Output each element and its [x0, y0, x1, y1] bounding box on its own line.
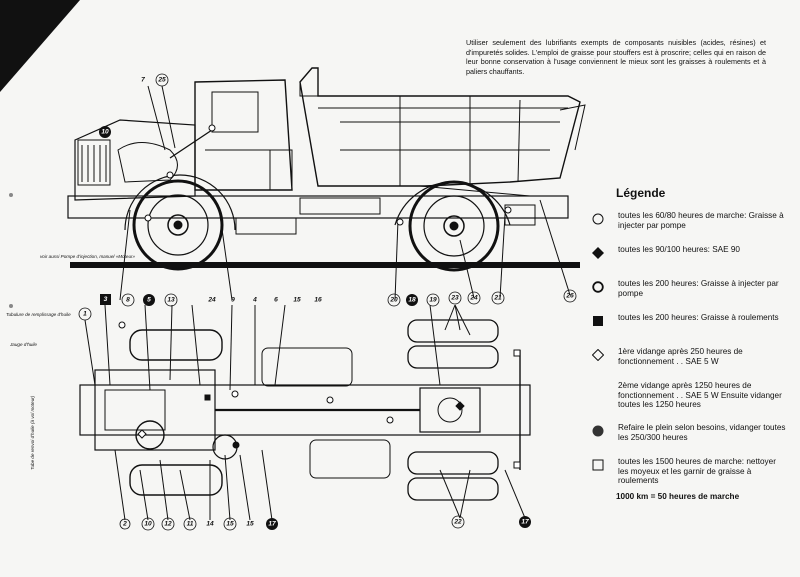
legend-item: toutes les 200 heures: Graisse à injecte… — [588, 279, 788, 307]
plan-front-right-tyre — [129, 464, 223, 496]
plan-front-left-tyre — [129, 329, 223, 361]
legend-item: Refaire le plein selon besoins, vidanger… — [588, 423, 788, 451]
callout-1: 1 — [83, 311, 87, 318]
legend-conversion-note: 1000 km = 50 heures de marche — [616, 491, 740, 501]
callout-16: 16 — [314, 297, 322, 304]
callout-17b: 17 — [521, 519, 529, 526]
legend-title: Légende — [616, 186, 666, 200]
callout-13: 13 — [167, 297, 175, 304]
dump-body — [299, 67, 581, 187]
circle-open-bold-icon — [592, 281, 604, 293]
callout-17: 17 — [268, 521, 276, 528]
cab — [194, 79, 293, 191]
callout-22: 22 — [453, 519, 462, 526]
callout-24: 24 — [207, 297, 216, 304]
square-open-icon — [592, 459, 604, 471]
callout-26: 26 — [565, 293, 574, 300]
callout-18: 18 — [408, 297, 416, 304]
circle-open-icon — [592, 213, 604, 225]
intro-paragraph: Utiliser seulement des lubrifiants exemp… — [466, 38, 766, 76]
punch-hole — [9, 193, 13, 197]
square-filled-icon — [593, 316, 603, 326]
callout-19: 19 — [429, 297, 437, 304]
front-wheel — [124, 174, 236, 271]
plan-frame — [79, 384, 531, 436]
callout-24b: 24 — [469, 295, 478, 302]
callout-7: 7 — [141, 77, 145, 84]
callout-15: 15 — [293, 297, 301, 304]
callout-3: 3 — [104, 296, 108, 303]
callout-15c: 15 — [246, 521, 254, 528]
legend: Légende toutes les 60/80 heures de march… — [588, 186, 788, 501]
callout-15b: 15 — [226, 521, 234, 528]
callout-2: 2 — [122, 521, 127, 528]
callout-9: 9 — [231, 297, 235, 304]
legend-item: toutes les 1500 heures de marche: nettoy… — [588, 457, 788, 486]
legend-item: toutes les 200 heures: Graisse à rouleme… — [588, 313, 788, 341]
callout-11: 11 — [187, 521, 194, 528]
cab-window — [211, 91, 259, 133]
lube-point-markers — [118, 124, 521, 469]
engine-bonnet — [74, 119, 196, 201]
punch-hole — [9, 304, 13, 308]
side-callouts: 7 25 10 3 8 5 13 24 9 4 6 15 16 20 24 21 — [99, 73, 577, 307]
plan-callouts: 1 18 19 23 2 10 12 11 14 15 15 17 22 17 — [78, 291, 531, 531]
pump-note: voir aussi Pompe d'injection, manuel «Mo… — [40, 254, 136, 259]
callout-5: 5 — [147, 297, 151, 304]
scan-corner-shadow — [0, 0, 80, 92]
radiator — [77, 139, 111, 186]
plan-engine — [94, 369, 216, 451]
truck-plan-view — [79, 304, 531, 521]
legend-item: toutes les 90/100 heures: SAE 90 — [588, 245, 788, 273]
diamond-open-icon — [592, 349, 604, 361]
callout-25: 25 — [157, 77, 166, 84]
rear-wheel — [394, 180, 511, 272]
truck-side-elevation — [67, 67, 586, 301]
callout-23: 23 — [450, 295, 459, 302]
oil-gauge-note: Jauge d'huile — [9, 342, 37, 347]
callout-20: 20 — [389, 297, 398, 304]
diamond-filled-icon — [592, 247, 604, 259]
legend-item: 1ère vidange après 250 heures de fonctio… — [588, 347, 788, 375]
callout-6: 6 — [274, 297, 278, 304]
legend-item: 2ème vidange après 1250 heures de foncti… — [618, 381, 782, 410]
oil-overflow-note: Tube de renvoi d'huile (à vol moteur) — [30, 395, 35, 470]
callout-12: 12 — [164, 521, 172, 528]
callout-4: 4 — [252, 297, 257, 304]
oil-filler-note: Tubulure de remplissage d'huile — [6, 312, 71, 317]
ground-line — [70, 262, 580, 268]
callout-10: 10 — [101, 129, 109, 136]
callout-8: 8 — [126, 297, 130, 304]
legend-item: toutes les 60/80 heures de marche: Grais… — [588, 211, 788, 239]
callout-21: 21 — [493, 295, 502, 302]
circle-filled-icon — [592, 425, 604, 437]
chassis-frame — [67, 195, 569, 219]
callout-14: 14 — [206, 521, 214, 528]
callout-10b: 10 — [144, 521, 152, 528]
